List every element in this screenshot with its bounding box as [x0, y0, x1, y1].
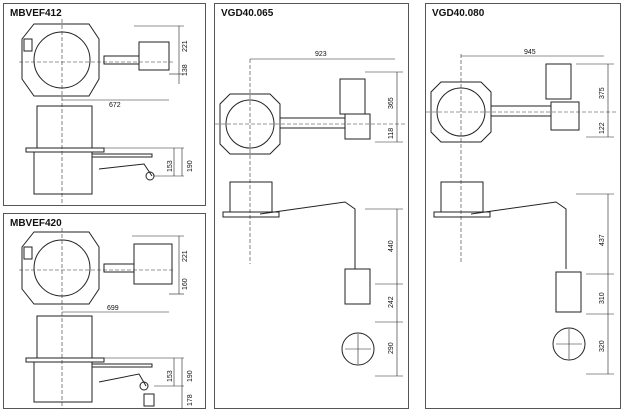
svg-text:310: 310: [599, 292, 606, 304]
drawing-mbvef420: 221 160 699 153 190 178: [19, 228, 194, 409]
drawing-vgd40-065: 923 365 118 440 242 290: [215, 51, 405, 377]
svg-text:242: 242: [388, 296, 395, 308]
panel-vgd40-080: VGD40.080 945 375 122 437 310 320: [425, 3, 621, 409]
svg-text:160: 160: [182, 278, 189, 290]
svg-text:699: 699: [107, 305, 119, 312]
svg-text:365: 365: [388, 97, 395, 109]
panel-mbvef412: MBVEF412 221 138 672 153 190: [3, 3, 206, 206]
panel-title: VGD40.080: [432, 8, 485, 19]
svg-text:178: 178: [187, 394, 194, 406]
svg-text:945: 945: [524, 49, 536, 56]
panel-title: VGD40.065: [221, 8, 274, 19]
svg-text:118: 118: [388, 128, 395, 139]
svg-text:290: 290: [388, 342, 395, 354]
panel-title: MBVEF420: [10, 218, 62, 229]
svg-text:923: 923: [315, 51, 327, 58]
svg-text:122: 122: [599, 122, 606, 134]
panel-title: MBVEF412: [10, 8, 62, 19]
svg-text:672: 672: [109, 102, 121, 109]
svg-text:221: 221: [182, 250, 189, 262]
drawing-mbvef412: 221 138 672 153 190: [19, 19, 194, 204]
svg-text:440: 440: [388, 240, 395, 252]
svg-text:190: 190: [187, 160, 194, 172]
svg-text:221: 221: [182, 40, 189, 52]
drawing-vgd40-080: 945 375 122 437 310 320: [426, 49, 616, 375]
panel-mbvef420: MBVEF420 221 160 699 153 190 178: [3, 213, 206, 409]
svg-text:320: 320: [599, 340, 606, 352]
svg-text:190: 190: [187, 370, 194, 382]
svg-text:375: 375: [599, 87, 606, 99]
panel-vgd40-065: VGD40.065 923 365 118 440 242 290: [214, 3, 409, 409]
svg-text:437: 437: [599, 234, 606, 246]
svg-text:138: 138: [182, 64, 189, 76]
svg-text:153: 153: [167, 370, 174, 382]
svg-text:153: 153: [167, 160, 174, 172]
